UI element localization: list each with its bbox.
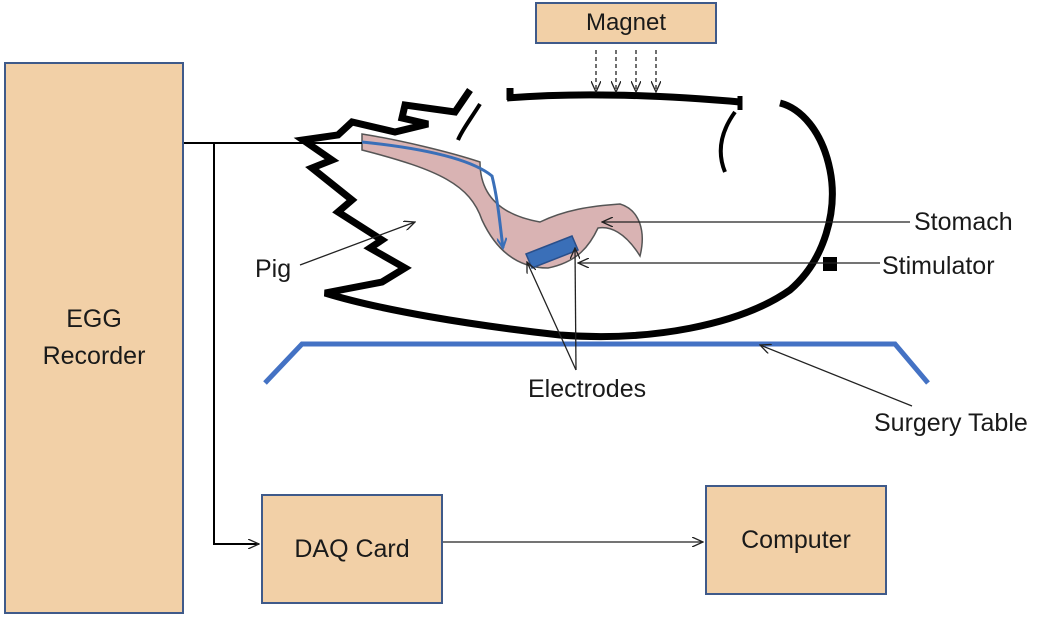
pig-outline bbox=[293, 88, 836, 341]
daq-card-label: DAQ Card bbox=[294, 534, 410, 563]
egg-recorder-box: EGG Recorder bbox=[4, 62, 184, 614]
electrodes-label: Electrodes bbox=[528, 375, 647, 403]
magnet-box: Magnet bbox=[535, 2, 717, 44]
pig-label: Pig bbox=[255, 255, 292, 283]
stimulator-label: Stimulator bbox=[882, 252, 995, 280]
recorder-cables bbox=[184, 142, 362, 544]
surgery-table-label: Surgery Table bbox=[874, 409, 1028, 437]
daq-card-box: DAQ Card bbox=[261, 494, 443, 604]
egg-recorder-line2: Recorder bbox=[42, 342, 146, 370]
magnet-label: Magnet bbox=[585, 9, 667, 36]
magnet-field-arrows bbox=[596, 50, 656, 92]
surgery-table bbox=[263, 341, 930, 385]
computer-box: Computer bbox=[705, 485, 887, 595]
stomach-shape bbox=[361, 133, 643, 269]
stomach-label: Stomach bbox=[914, 208, 1013, 236]
computer-label: Computer bbox=[741, 525, 851, 554]
egg-recorder-line1: EGG bbox=[66, 304, 122, 333]
electrode-lead bbox=[361, 140, 503, 248]
leader-lines bbox=[299, 222, 913, 407]
stimulator-device bbox=[823, 257, 837, 271]
